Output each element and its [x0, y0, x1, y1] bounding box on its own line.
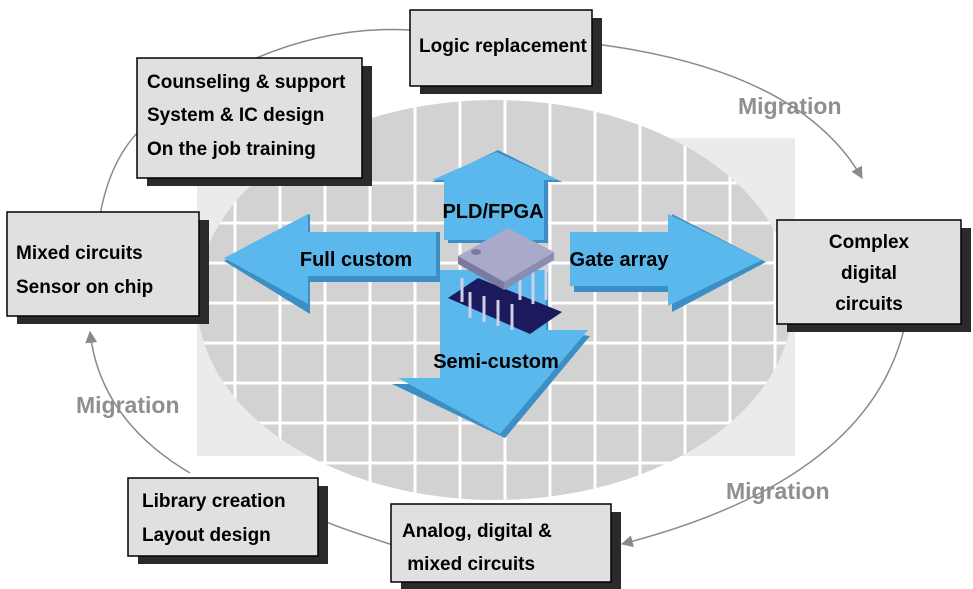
arrow-gate-array: [570, 214, 766, 312]
arrow-pld-fpga: [432, 150, 562, 243]
box-counseling-line-2: System & IC design: [147, 105, 324, 126]
arrow-full-custom: [224, 214, 440, 314]
ic-chip-icon: [448, 228, 562, 334]
box-mixed-line-1: Mixed circuits: [16, 243, 143, 264]
migration-label-bottom-right: Migration: [726, 478, 830, 504]
box-logic-line-1: Logic replacement: [419, 36, 588, 57]
label-gate-array: Gate array: [570, 249, 670, 271]
box-library-line-2: Layout design: [142, 525, 271, 546]
box-complex-line-2: digital: [841, 263, 897, 284]
migration-label-left: Migration: [76, 392, 180, 418]
box-analog-line-2: mixed circuits: [402, 554, 535, 575]
box-complex-line-1: Complex: [829, 232, 910, 253]
box-analog-digital-mixed: Analog, digital & mixed circuits: [390, 503, 621, 589]
box-complex-line-3: circuits: [835, 294, 903, 315]
label-semi-custom: Semi-custom: [433, 351, 559, 373]
box-counseling-line-3: On the job training: [147, 139, 316, 160]
box-counseling-line-1: Counseling & support: [147, 72, 346, 93]
box-logic-replacement: Logic replacement: [409, 9, 602, 94]
migration-label-top-right: Migration: [738, 93, 842, 119]
box-analog-line-1: Analog, digital &: [402, 521, 552, 542]
box-mixed-line-2: Sensor on chip: [16, 277, 153, 298]
box-mixed-circuits: Mixed circuits Sensor on chip: [6, 211, 209, 324]
box-library-line-1: Library creation: [142, 491, 286, 512]
box-complex-digital: Complex digital circuits: [776, 219, 971, 332]
label-full-custom: Full custom: [300, 249, 412, 271]
box-counseling: Counseling & support System & IC design …: [136, 57, 372, 186]
box-library-creation: Library creation Layout design: [127, 477, 328, 564]
label-pld-fpga: PLD/FPGA: [442, 201, 543, 223]
